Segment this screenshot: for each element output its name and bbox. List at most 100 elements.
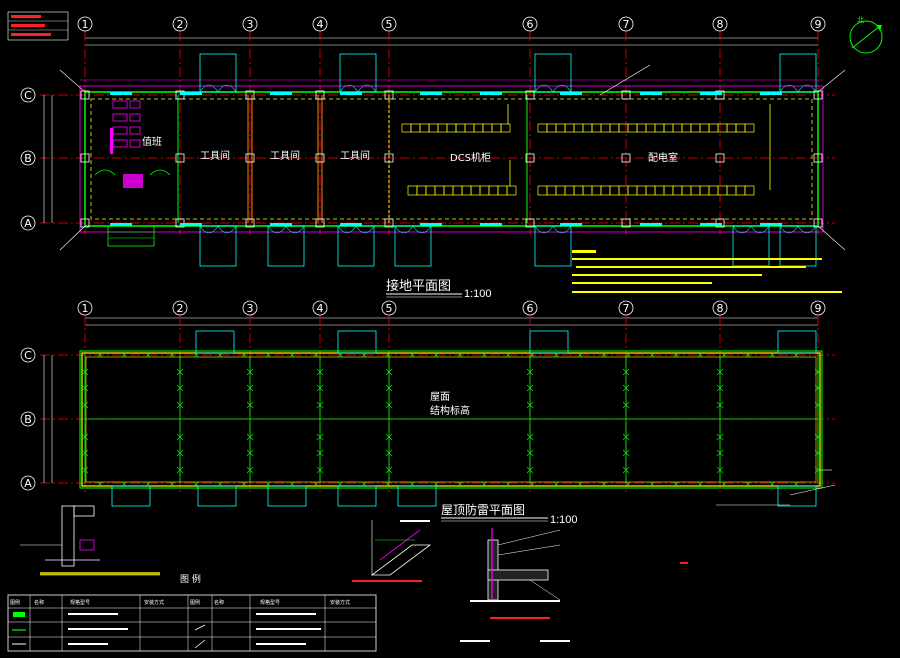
equipment-cabinet [416,185,427,196]
axis-label-A: A [24,217,32,230]
axis-label-1: 1 [82,302,89,315]
equipment-cabinet [473,123,484,133]
equipment-cabinet [609,185,620,196]
equipment-cabinet [470,185,481,196]
axis-label-5: 5 [386,18,393,31]
equipment-cabinet [717,123,728,133]
legend-header: 名称 [214,599,224,606]
column [245,90,255,100]
column [80,90,90,100]
axis-label-7: 7 [623,18,630,31]
legend-header: 图例 [10,599,20,606]
axis-bubble-6 [522,16,538,32]
axis-bubble-9 [810,300,826,316]
equipment-cabinet [735,123,746,133]
axis-bubble-5 [381,300,397,316]
axis-bubble-5 [381,16,397,32]
axis-label-5: 5 [386,302,393,315]
equipment-cabinet [681,123,692,133]
axis-bubble-1 [77,300,93,316]
room-label-tool1: 工具间 [200,149,230,162]
equipment-cabinet [564,123,575,133]
equipment-cabinet [744,185,755,196]
equipment-cabinet [663,185,674,196]
axis-bubble-6 [522,300,538,316]
equipment-cabinet [690,185,701,196]
column [80,153,90,163]
axis-bubble-4 [312,16,328,32]
roof-opening [195,330,235,354]
axis-bubble-A [20,475,36,491]
axis-label-3: 3 [247,18,254,31]
roof-opening [397,485,437,507]
notes-block [572,250,842,293]
roof-opening [267,485,307,507]
roof-plan-scale: 1:100 [550,514,578,526]
equipment-cabinet [681,185,692,196]
equipment-cabinet [654,123,665,133]
room-label-distribution: 配电室 [648,151,678,164]
axis-label-C: C [24,349,32,362]
equipment-cabinet [434,185,445,196]
equipment-cabinet [699,185,710,196]
equipment-cabinet [609,123,620,133]
detail-middle [352,520,432,582]
equipment-cabinet [546,185,557,196]
column [384,90,394,100]
legend-header: 名称 [34,599,44,606]
detail-right [460,528,570,642]
equipment-cabinet [627,185,638,196]
equipment-cabinet [461,185,472,196]
equipment-cabinet [645,123,656,133]
axis-bubble-7 [618,300,634,316]
roof-label-2: 结构标高 [430,404,470,417]
equipment-cabinet [479,185,490,196]
equipment-cabinet [591,185,602,196]
equipment-cabinet [600,123,611,133]
equipment-cabinet [443,185,454,196]
axis-label-6: 6 [527,302,534,315]
column [813,90,823,100]
equipment-cabinet [717,185,728,196]
equipment-cabinet [537,185,548,196]
equipment-cabinet [437,123,448,133]
axis-bubble-8 [712,16,728,32]
column [315,218,325,228]
equipment-cabinet [726,185,737,196]
axis-label-1: 1 [82,18,89,31]
room-label-tool2: 工具间 [270,149,300,162]
equipment-cabinet [410,123,421,133]
equipment-cabinet [627,123,638,133]
column [525,90,535,100]
axis-label-B: B [24,152,32,165]
equipment-cabinet [419,123,430,133]
axis-bubble-C [20,87,36,103]
column [525,218,535,228]
equipment-cabinet [600,185,611,196]
room-label-dcs: DCS机柜 [450,151,491,164]
roof-opening [197,485,237,507]
axis-bubble-2 [172,16,188,32]
roof-plan-title: 屋顶防雷平面图 [441,502,525,517]
equipment-cabinet [618,185,629,196]
axis-label-7: 7 [623,302,630,315]
equipment-cabinet [482,123,493,133]
equipment-cabinet [573,123,584,133]
axis-label-9: 9 [815,302,822,315]
equipment-cabinet [726,123,737,133]
legend-header: 安装方式 [144,599,164,606]
equipment-cabinet [636,123,647,133]
equipment-cabinet [645,185,656,196]
column [80,218,90,228]
equipment-cabinet [546,123,557,133]
legend-header: 规格型号 [70,599,90,606]
equipment-cabinet [491,123,502,133]
column [384,153,394,163]
equipment-cabinet [699,123,710,133]
column [245,153,255,163]
equipment-cabinet [582,123,593,133]
axis-bubble-B [20,150,36,166]
axis-bubble-1 [77,16,93,32]
legend-table: 图例名称规格型号安装方式图例名称规格型号安装方式 [7,594,377,652]
